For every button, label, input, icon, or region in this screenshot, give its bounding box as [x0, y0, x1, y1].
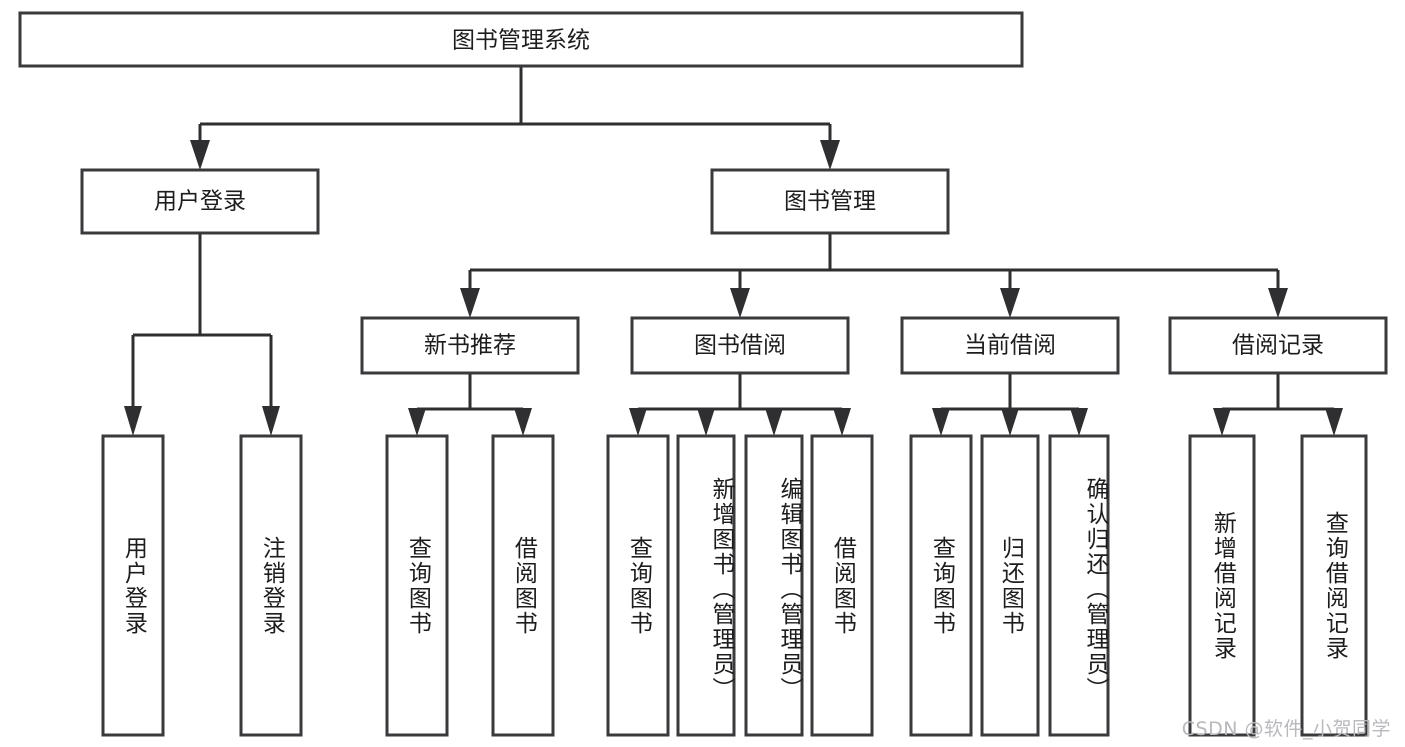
arrow-user-login [190, 140, 210, 170]
connector-group-current-borrow [932, 373, 1088, 436]
arrow-leaf-bb-1 [629, 408, 647, 436]
node-current-borrow[interactable] [900, 316, 1120, 375]
arrow-leaf-cb-2 [1001, 408, 1019, 436]
connector-group-new-book [408, 373, 532, 436]
node-book-borrow-label: 图书借阅 [694, 333, 786, 359]
node-book-management-label: 图书管理 [784, 189, 876, 215]
arrow-leaf-cb-3 [1070, 408, 1088, 436]
node-new-book-label: 新书推荐 [424, 333, 516, 359]
arrow-leaf-logout [262, 406, 280, 436]
arrow-leaf-user-login [124, 406, 142, 436]
arrow-book-mgmt [820, 140, 840, 170]
node-user-login[interactable] [80, 168, 320, 235]
node-leaf-query-book-nb[interactable] [385, 434, 449, 737]
connector-group-user-login [124, 233, 280, 436]
node-leaf-borrow-book-nb[interactable] [491, 434, 555, 737]
arrow-new-book [460, 288, 480, 318]
node-user-login-label: 用户登录 [154, 189, 246, 215]
arrow-leaf-br-2 [1325, 408, 1343, 436]
node-book-borrow[interactable] [630, 316, 850, 375]
connector-group-root [190, 66, 840, 170]
node-borrow-record-label: 借阅记录 [1232, 333, 1324, 359]
arrow-leaf-cb-1 [932, 408, 950, 436]
node-new-book[interactable] [360, 316, 580, 375]
node-leaf-confirm-return-admin[interactable] [1048, 434, 1110, 737]
arrow-leaf-bb-2 [697, 408, 715, 436]
arrow-book-borrow [730, 288, 750, 318]
node-book-management[interactable] [710, 168, 950, 235]
arrow-leaf-bb-3 [765, 408, 783, 436]
node-leaf-logout[interactable] [239, 434, 303, 737]
node-leaf-return-book[interactable] [980, 434, 1040, 737]
node-current-borrow-label: 当前借阅 [964, 333, 1056, 359]
arrow-borrow-record [1268, 288, 1288, 318]
arrow-leaf-bb-4 [833, 408, 851, 436]
node-leaf-user-login[interactable] [101, 434, 165, 737]
arrow-leaf-nb-1 [408, 408, 426, 436]
node-leaf-query-book-cb[interactable] [909, 434, 973, 737]
node-leaf-add-book-admin[interactable] [676, 434, 736, 737]
connector-group-borrow-record [1213, 373, 1343, 436]
node-root[interactable] [18, 11, 1024, 68]
connector-group-book-mgmt [460, 233, 1288, 318]
arrow-leaf-nb-2 [514, 408, 532, 436]
node-leaf-borrow-book-bb[interactable] [810, 434, 874, 737]
node-leaf-query-book-bb[interactable] [606, 434, 670, 737]
node-borrow-record[interactable] [1168, 316, 1388, 375]
node-leaf-edit-book-admin[interactable] [744, 434, 804, 737]
arrow-leaf-br-1 [1213, 408, 1231, 436]
arrow-current-borrow [1000, 288, 1020, 318]
node-leaf-add-record[interactable] [1188, 434, 1256, 737]
node-root-label: 图书管理系统 [452, 28, 590, 54]
node-leaf-query-record[interactable] [1300, 434, 1368, 737]
watermark-text: CSDN @软件_小贺同学 [1181, 718, 1391, 740]
connector-group-book-borrow [629, 373, 851, 436]
